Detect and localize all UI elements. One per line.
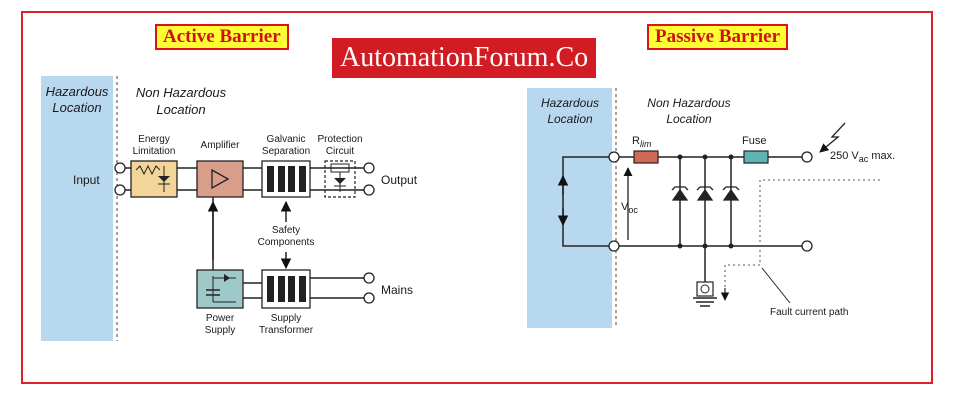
rlim-label: Rlim: [632, 135, 651, 149]
vac-sub: ac: [858, 154, 869, 165]
junction-dots: [677, 154, 734, 249]
passive-hazard-zone: [527, 88, 612, 328]
voc-main: V: [621, 201, 629, 213]
active-hazard-zone: [41, 76, 113, 341]
active-hazardous-label: Hazardous Location: [45, 84, 109, 115]
mains-terminal-bottom: [363, 292, 375, 304]
output-terminal-top: [363, 162, 375, 174]
outer-frame: [21, 11, 933, 384]
amplifier-block: [196, 160, 244, 198]
fault-pointer: [761, 267, 791, 304]
rlim-resistor: [633, 150, 659, 164]
brand-banner: AutomationForum.Co: [332, 38, 597, 78]
output-terminal-bottom: [363, 184, 375, 196]
vac-main: 250 V: [830, 150, 859, 162]
vac-suffix: max.: [868, 150, 896, 162]
supply-transformer-label: Supply Transformer: [258, 313, 314, 336]
output-label: Output: [381, 173, 418, 187]
power-supply-label: Power Supply: [204, 313, 236, 336]
galvanic-separation-label: Galvanic Separation: [261, 134, 311, 157]
passive-loop: [562, 156, 611, 247]
energy-limitation-label: Energy Limitation: [132, 134, 176, 157]
passive-terminal-right-bottom: [801, 240, 813, 252]
passive-terminal-right-top: [801, 151, 813, 163]
voc-label: Voc: [621, 201, 638, 215]
overvoltage-arrow: [819, 122, 846, 153]
input-terminal-top: [114, 162, 126, 174]
active-nonhazardous-label: Non Hazardous Location: [135, 85, 227, 117]
vac-label: 250 Vac max.: [830, 150, 895, 164]
mains-label: Mains: [381, 283, 414, 297]
voc-sub: oc: [628, 205, 638, 216]
passive-nonhazardous-label: Non Hazardous Location: [647, 96, 731, 126]
fuse-label: Fuse: [742, 135, 767, 147]
fault-current-path: [724, 179, 880, 290]
supply-transformer-block: [261, 269, 311, 309]
fault-current-label: Fault current path: [770, 307, 849, 318]
input-terminal-bottom: [114, 184, 126, 196]
power-supply-block: [196, 269, 244, 309]
passive-terminal-left-bottom: [608, 240, 620, 252]
ground-symbol: [693, 281, 717, 307]
amplifier-label: Amplifier: [200, 140, 240, 151]
protection-circuit-block: [324, 160, 356, 198]
safety-components-label: Safety Components: [257, 225, 315, 248]
fuse: [743, 150, 769, 164]
rlim-main: R: [632, 135, 640, 147]
passive-terminal-left-top: [608, 151, 620, 163]
passive-wires: [619, 156, 802, 282]
zener-diodes: [671, 186, 740, 201]
active-barrier-title: Active Barrier: [155, 24, 289, 50]
input-label: Input: [73, 173, 100, 187]
passive-barrier-title: Passive Barrier: [647, 24, 789, 50]
passive-hazardous-label: Hazardous Location: [540, 96, 600, 126]
energy-limitation-block: [130, 160, 178, 198]
galvanic-separation-block: [261, 160, 311, 198]
rlim-sub: lim: [639, 139, 652, 150]
mains-terminal-top: [363, 272, 375, 284]
protection-circuit-label: Protection Circuit: [317, 134, 363, 157]
